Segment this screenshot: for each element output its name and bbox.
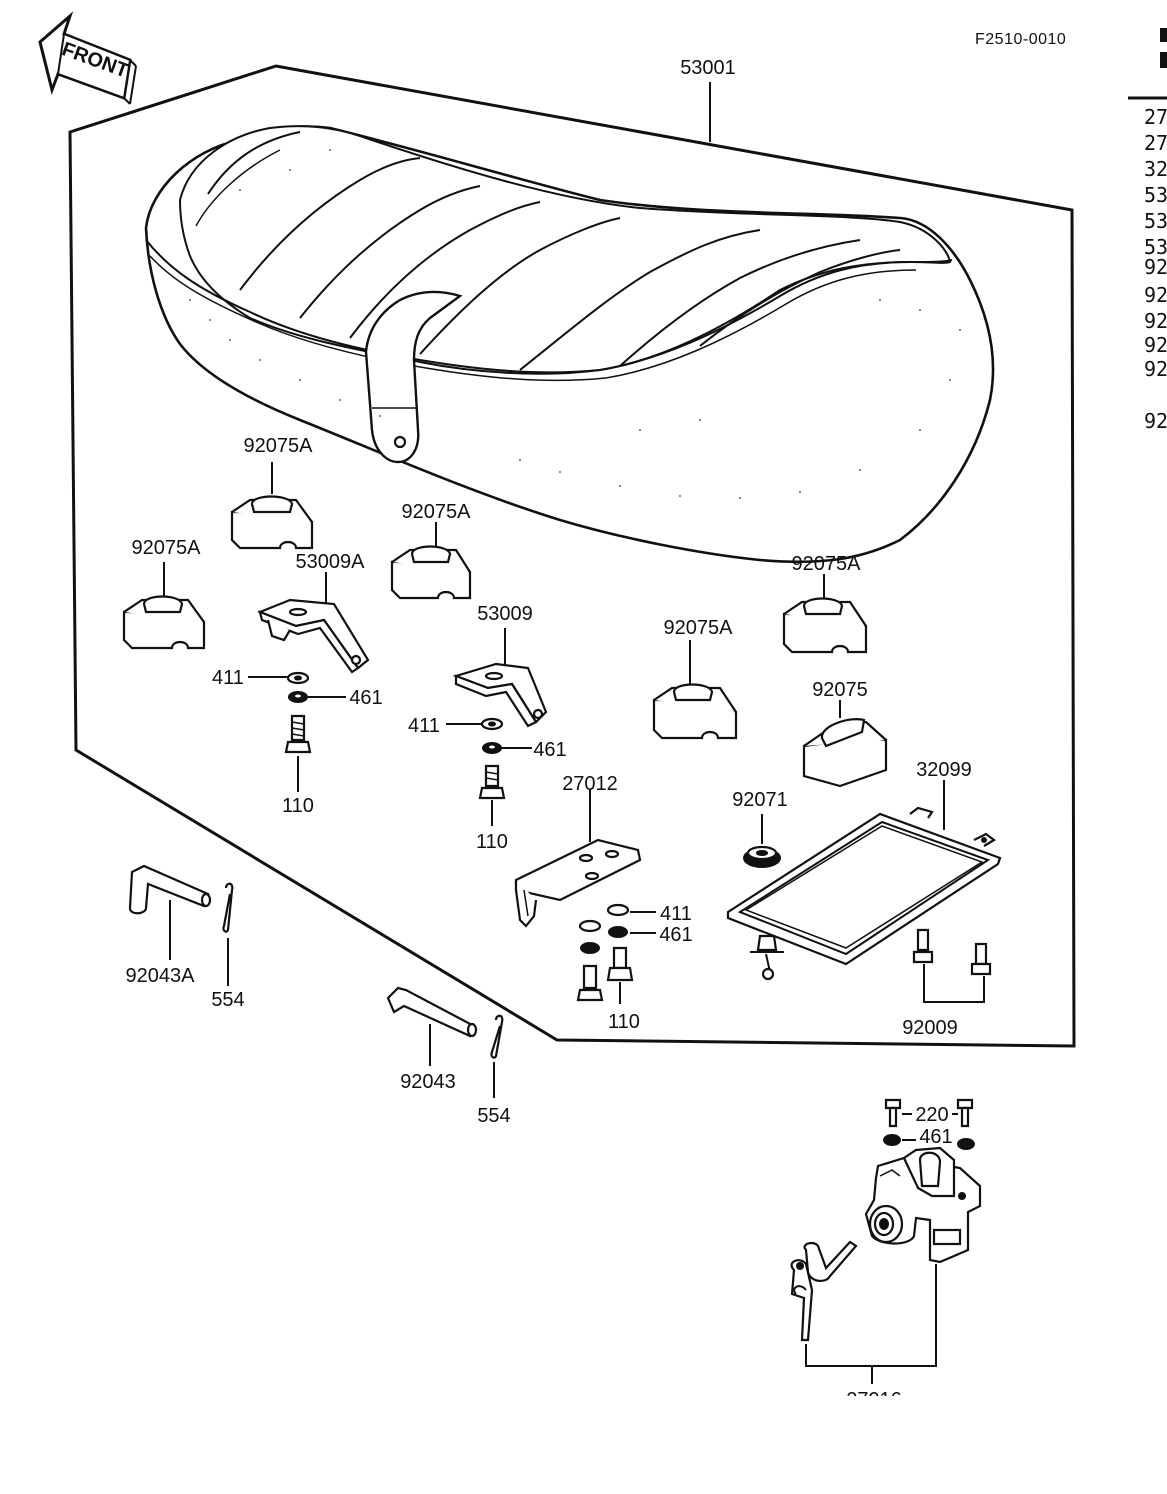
seat-illustration xyxy=(144,125,995,564)
rubber-cap-92075: 92075 xyxy=(802,679,888,788)
rubber-cap-92075a: 92075A xyxy=(782,553,868,654)
rubber-cap-92075a: 92075A xyxy=(230,435,314,550)
cap-a2-label: 92075A xyxy=(132,537,202,559)
rubber-cap-92075a: 92075A xyxy=(390,501,472,600)
side-list-item: 27 xyxy=(1144,105,1167,129)
side-list-item: 53 xyxy=(1144,235,1167,259)
clip-a-label: 554 xyxy=(211,989,244,1011)
clip-554-b: 554 xyxy=(477,1014,511,1127)
cap-a5-label: 92075A xyxy=(792,553,862,575)
side-list-item: 32 xyxy=(1144,157,1167,181)
lockwasher1-label: 461 xyxy=(349,687,382,709)
bracket-53009: 53009 xyxy=(452,603,548,728)
assembly-boundary xyxy=(68,64,1076,1048)
bolt1-label: 110 xyxy=(282,795,314,817)
bolt2-label: 110 xyxy=(476,831,508,853)
washer1-label: 411 xyxy=(212,667,244,689)
lock-washer-label: 461 xyxy=(919,1126,952,1148)
washer3-label: 411 xyxy=(660,903,692,925)
fastener-set-1: 411 461 110 xyxy=(212,667,383,817)
rubber-cap-92075a: 92075A xyxy=(122,537,206,650)
lock-screws-220: 220 xyxy=(884,1098,974,1128)
side-list-item: 53 xyxy=(1144,183,1167,207)
side-list-item: 92 xyxy=(1144,333,1167,357)
side-list-item: 27 xyxy=(1144,131,1167,155)
screws-92009: 92009 xyxy=(902,928,992,1039)
screws-tray-label: 92009 xyxy=(902,1017,958,1039)
lockwasher2-label: 461 xyxy=(533,739,566,761)
tray-label: 32099 xyxy=(916,759,972,781)
rubber-cap-92075a: 92075A xyxy=(652,617,738,740)
front-arrow-icon: FRONT xyxy=(38,11,137,105)
side-list-item: 53 xyxy=(1144,209,1167,233)
pin-92043: 92043 xyxy=(386,986,478,1093)
pin-b-label: 92043 xyxy=(400,1071,456,1093)
grommet-label: 92071 xyxy=(732,789,788,811)
grommet-92071: 92071 xyxy=(732,789,788,868)
cap-a1-label: 92075A xyxy=(244,435,314,457)
washer2-label: 411 xyxy=(408,715,440,737)
cap-a3-label: 92075A xyxy=(402,501,472,523)
side-parts-list: 27 27 32 53 53 53 92 92 92 92 92 92 xyxy=(1128,28,1167,433)
lock-screw-label: 220 xyxy=(915,1104,948,1126)
clip-b-label: 554 xyxy=(477,1105,510,1127)
lockwasher3-label: 461 xyxy=(659,924,692,946)
key-icon xyxy=(790,1240,858,1342)
pin-a-label: 92043A xyxy=(126,965,196,987)
side-list-item: 92 xyxy=(1144,255,1167,279)
battery-tray-32099: 32099 xyxy=(726,759,1002,981)
bracket-b-label: 53009 xyxy=(477,603,533,625)
plate-label: 27012 xyxy=(562,773,618,795)
fastener-set-3: 411 461 110 xyxy=(576,903,693,1033)
seat-lock-assembly xyxy=(864,1146,982,1264)
cap-b-label: 92075 xyxy=(812,679,868,701)
plate-27012: 27012 xyxy=(514,773,642,928)
clip-554-a: 554 xyxy=(211,882,245,1011)
pin-92043a: 92043A xyxy=(126,864,212,987)
seat-part-number: 53001 xyxy=(680,57,736,79)
side-list-item: 92 xyxy=(1144,357,1167,381)
lock-washers-461: 461 xyxy=(883,1126,975,1150)
reference-code: F2510-0010 xyxy=(975,31,1066,48)
bracket-a-label: 53009A xyxy=(296,551,366,573)
side-list-item: 92 xyxy=(1144,283,1167,307)
side-list-item: 92 xyxy=(1144,409,1167,433)
fastener-set-2: 411 461 110 xyxy=(408,715,567,853)
label-crop xyxy=(820,1396,940,1416)
cap-a4-label: 92075A xyxy=(664,617,734,639)
side-list-item: 92 xyxy=(1144,309,1167,333)
bracket-53009a: 53009A xyxy=(257,551,370,674)
bolt3-label: 110 xyxy=(608,1011,640,1033)
